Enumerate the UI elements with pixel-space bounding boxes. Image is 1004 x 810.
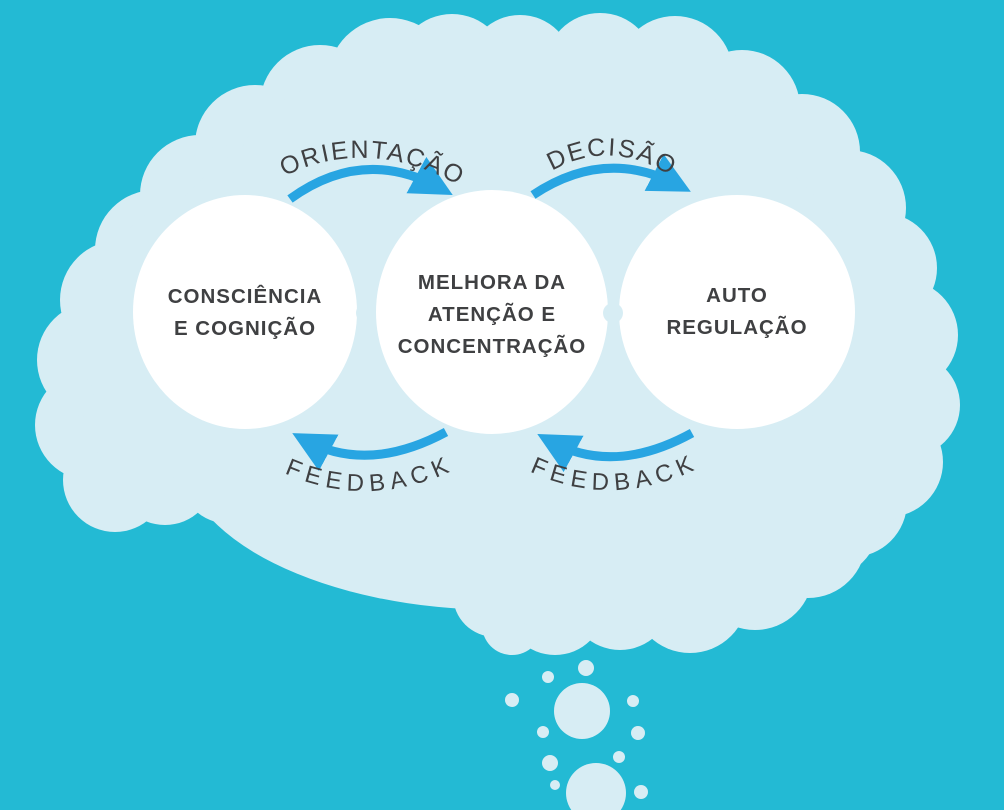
arrow-decisao — [530, 154, 691, 199]
gap-knob-left — [356, 303, 376, 323]
node-circle-melhora — [376, 190, 608, 434]
node-label-consciencia: CONSCIÊNCIA E COGNIÇÃO — [167, 285, 323, 340]
node-circle-consciencia — [133, 195, 357, 429]
bubble-large-upper — [554, 683, 610, 739]
node-circle-autorregulacao — [619, 195, 855, 429]
node-label-autorregulacao: AUTO REGULAÇÃO — [666, 284, 808, 339]
node-label-melhora: MELHORA DA ATENÇÃO E CONCENTRAÇÃO — [397, 271, 587, 358]
bubble-large-lower — [566, 763, 626, 810]
arrow-feedback-left — [292, 428, 449, 471]
arrow-feedback-right — [537, 429, 695, 473]
arrow-orientacao — [287, 156, 453, 203]
thought-bubbles — [505, 660, 648, 810]
gap-knob-right — [603, 303, 623, 323]
